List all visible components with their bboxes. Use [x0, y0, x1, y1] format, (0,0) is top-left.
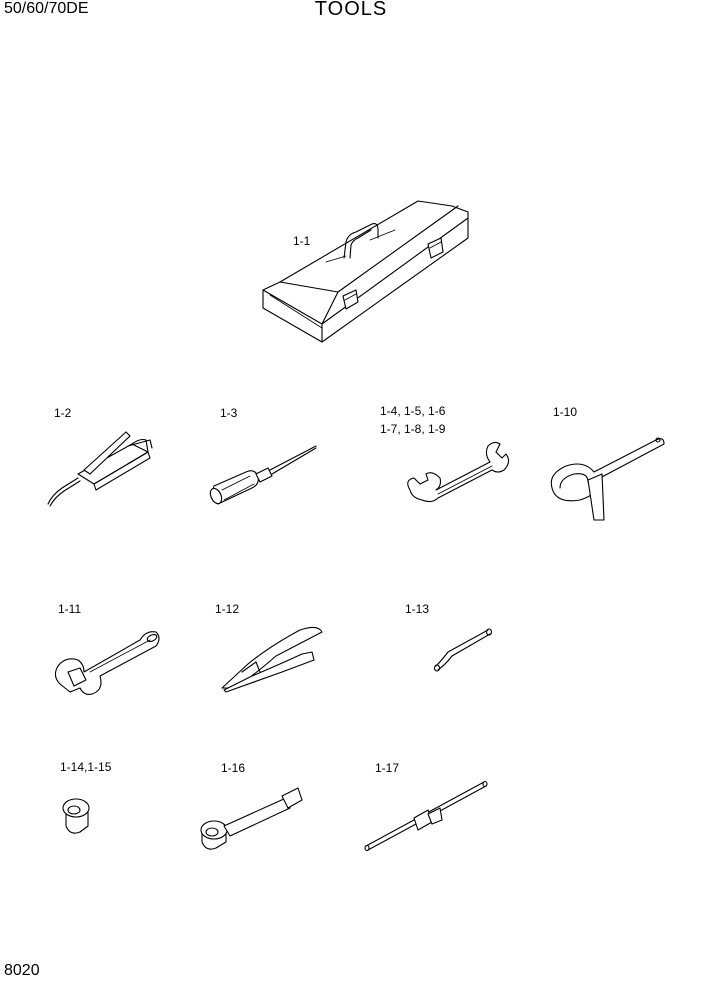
label-1-2: 1-2 — [54, 406, 72, 420]
label-1-17: 1-17 — [375, 761, 400, 775]
screwdriver-drawing — [209, 445, 317, 505]
pliers-drawing — [221, 626, 323, 693]
label-1-11: 1-11 — [58, 602, 82, 616]
label-1-13: 1-13 — [405, 602, 430, 616]
label-1-7: 1-7, 1-8, 1-9 — [380, 422, 446, 436]
page-number: 8020 — [4, 962, 40, 979]
t-handle-drawing — [364, 780, 488, 852]
model-code: 50/60/70DE — [4, 0, 89, 17]
open-end-wrench-drawing — [407, 441, 510, 503]
label-1-4: 1-4, 1-5, 1-6 — [380, 404, 446, 418]
grease-gun-drawing — [47, 431, 153, 507]
adjustable-wrench-drawing — [54, 631, 160, 695]
extension-bar-drawing — [200, 787, 303, 850]
page-title: TOOLS — [314, 0, 388, 20]
label-1-12: 1-12 — [215, 602, 240, 616]
label-1-14: 1-14,1-15 — [60, 760, 112, 774]
label-1-3: 1-3 — [220, 406, 238, 420]
toolbox-drawing — [262, 200, 469, 343]
socket-drawing — [62, 798, 90, 834]
label-1-10: 1-10 — [553, 405, 578, 419]
label-1-1: 1-1 — [293, 234, 311, 248]
filter-wrench-drawing — [550, 437, 665, 521]
label-1-16: 1-16 — [221, 761, 246, 775]
rod-drawing — [433, 628, 493, 672]
